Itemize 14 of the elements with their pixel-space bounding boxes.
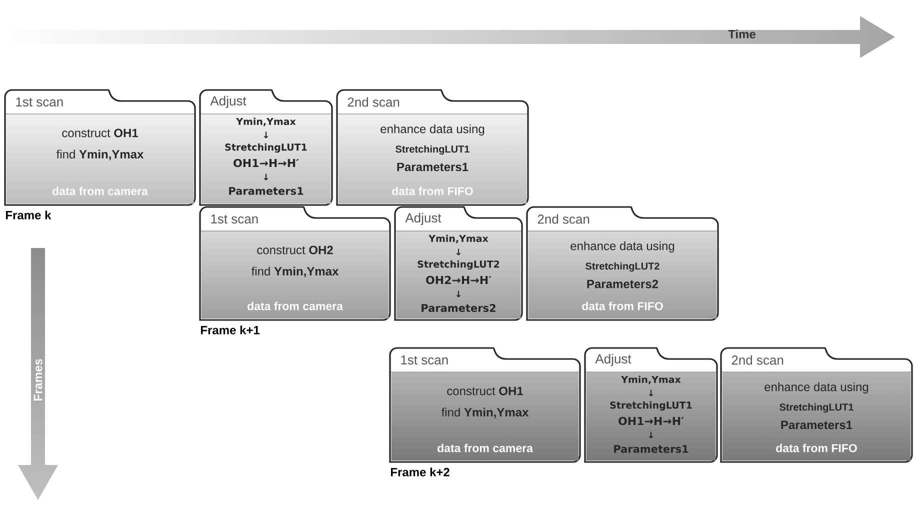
folder-box: Adjust Ymin,Ymax ↓ StretchingLUT1 OH1→H→H′ ↓ Parameters1 — [584, 347, 718, 463]
folder-box: 1st scan construct OH1 find Ymin,Ymax data from camera — [4, 89, 196, 206]
folder-box: 2nd scan enhance data using StretchingLUT1 Parameters1 data from FIFO — [720, 347, 913, 463]
folder-box: 1st scan construct OH2 find Ymin,Ymax data from camera — [199, 206, 391, 321]
axis-label: Frames — [34, 359, 42, 401]
folder-box: 1st scan construct OH1 find Ymin,Ymax data from camera — [389, 347, 581, 463]
folder-box: 2nd scan enhance data using StretchingLUT1 Parameters1 data from FIFO — [336, 89, 529, 206]
folder-box: Adjust Ymin,Ymax ↓ StretchingLUT1 OH1→H→H′ ↓ Parameters1 — [199, 89, 333, 206]
frame-label: Frame k — [6, 210, 52, 220]
folder-box: Adjust Ymin,Ymax ↓ StretchingLUT2 OH2→H→H′ ↓ Parameters2 — [394, 206, 523, 321]
frame-label: Frame k+1 — [201, 326, 260, 334]
folder-box: 2nd scan enhance data using StretchingLUT2 Parameters2 data from FIFO — [526, 206, 719, 321]
axis-label: Time — [728, 30, 756, 38]
frame-label: Frame k+2 — [391, 468, 450, 476]
